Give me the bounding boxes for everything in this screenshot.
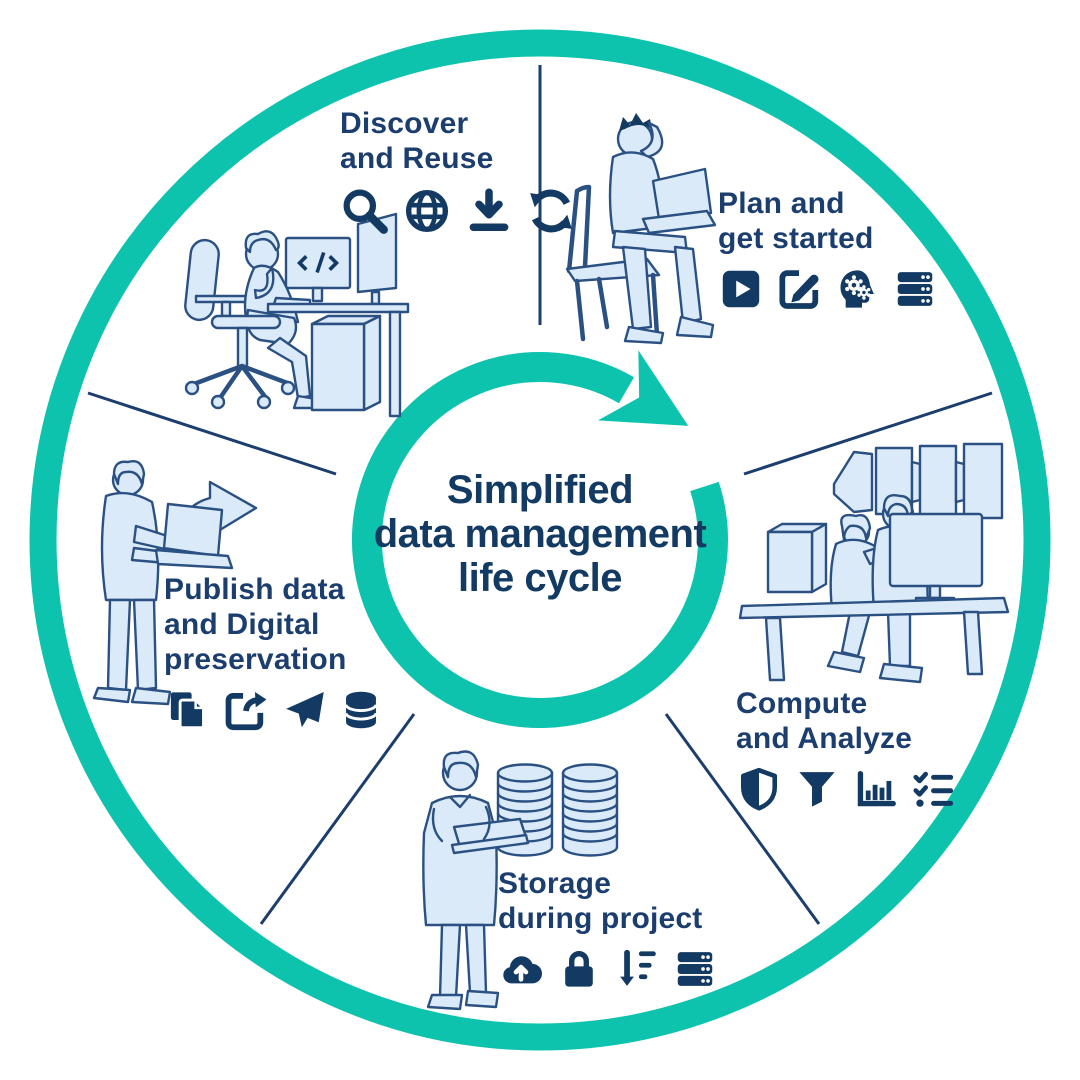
server-icon	[677, 952, 713, 986]
checklist-icon	[913, 771, 954, 807]
storage-icon-row	[498, 946, 718, 992]
section-label-line: get started	[718, 222, 874, 255]
title-line: Simplified	[446, 468, 634, 512]
publish-illustration	[92, 460, 258, 706]
mind-gears-icon	[840, 270, 874, 308]
section-storage: Storage during project	[498, 866, 718, 992]
publish-icon-row	[164, 687, 384, 733]
code-icon	[297, 252, 339, 273]
play-icon	[722, 270, 760, 308]
section-label-line: Compute	[736, 687, 868, 720]
discover-icon-row	[340, 186, 576, 236]
compute-icon-row	[736, 766, 956, 812]
section-label-line: Discover	[340, 107, 469, 140]
divider-upper-right	[743, 391, 993, 476]
sort-down-icon	[620, 949, 656, 986]
edit-icon	[779, 270, 819, 309]
title-line: life cycle	[457, 556, 623, 600]
section-label-line: during project	[498, 902, 703, 935]
divider-upper-left	[87, 391, 337, 476]
sync-icon	[530, 189, 572, 233]
cloud-upload-icon	[503, 956, 542, 984]
section-label-line: preservation	[164, 643, 347, 676]
section-plan: Plan and get started	[718, 186, 938, 312]
download-icon	[469, 188, 509, 231]
diagram-title: Simplified data management life cycle	[320, 468, 760, 600]
send-icon	[286, 691, 324, 728]
database-icon	[344, 691, 378, 729]
copy-icon	[170, 692, 205, 730]
divider-lower-right	[664, 713, 821, 925]
section-label-line: Publish data	[164, 573, 345, 606]
search-icon	[343, 189, 388, 234]
section-label-line: and Reuse	[340, 142, 494, 175]
section-label-line: and Digital	[164, 608, 320, 641]
compute-illustration	[738, 442, 1010, 684]
title-line: data management	[373, 512, 707, 556]
section-label-line: Storage	[498, 867, 612, 900]
globe-icon	[405, 189, 449, 233]
section-discover: Discover and Reuse	[340, 106, 576, 236]
share-icon	[225, 691, 267, 731]
bar-chart-icon	[857, 770, 896, 807]
outer-ring	[29, 29, 1051, 1051]
shield-icon	[740, 767, 778, 811]
filter-icon	[799, 772, 835, 807]
section-publish: Publish data and Digital preservation	[164, 572, 384, 733]
section-label-line: Plan and	[718, 187, 845, 220]
plan-icon-row	[718, 266, 938, 312]
discover-illustration	[184, 212, 410, 418]
plan-illustration	[565, 113, 717, 345]
divider-lower-left	[259, 713, 416, 925]
cycle-arrow	[352, 350, 728, 729]
storage-illustration	[422, 750, 619, 1011]
section-label-line: and Analyze	[736, 722, 913, 755]
server-icon	[897, 272, 933, 306]
section-compute: Compute and Analyze	[736, 686, 956, 812]
lock-icon	[565, 951, 593, 987]
